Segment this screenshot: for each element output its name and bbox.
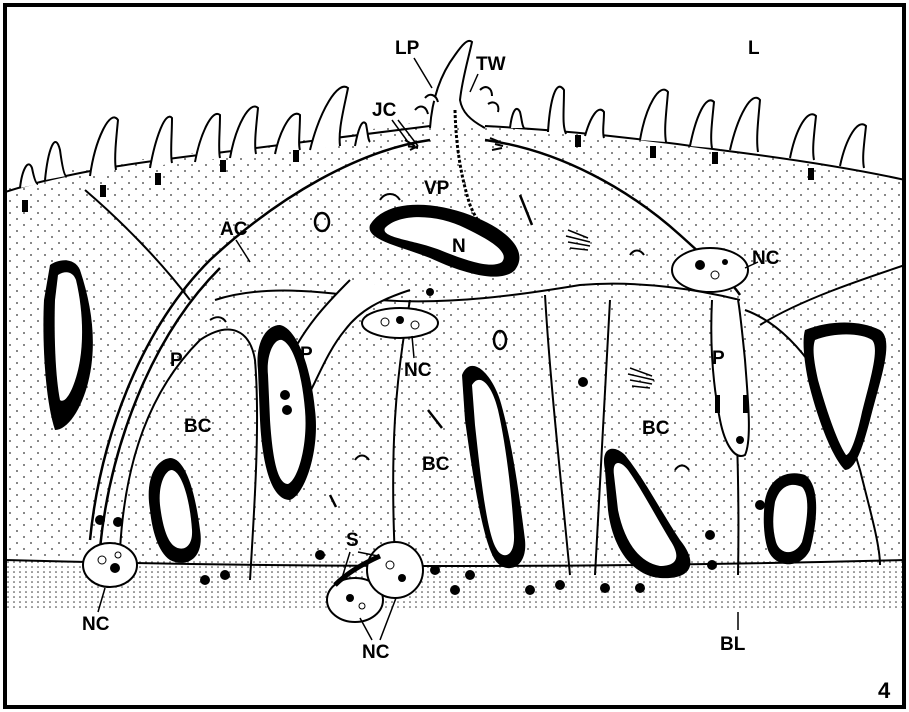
label-P-left: P [170,350,183,371]
nerve-cell-center [362,308,438,338]
label-NC-right: NC [752,248,780,269]
label-BC-right: BC [642,418,670,439]
nerve-cell-right [672,248,748,292]
label-N: N [452,236,466,257]
label-BC-center: BC [422,454,450,475]
label-VP: VP [424,178,450,199]
label-JC: JC [372,100,397,121]
label-P-right: P [712,348,725,369]
label-TW: TW [476,54,506,75]
label-AC: AC [220,219,248,240]
label-P-center: P [300,344,313,365]
label-BL: BL [720,634,746,655]
nerve-cell-bottom-left [83,543,137,587]
figure-number: 4 [878,678,891,703]
label-LP: LP [395,38,420,59]
label-S: S [346,530,359,551]
label-NC-bottom-left: NC [82,614,110,635]
label-NC-bottom-center: NC [362,642,390,663]
label-NC-center: NC [404,360,432,381]
label-BC-left: BC [184,416,212,437]
label-L: L [748,38,760,59]
